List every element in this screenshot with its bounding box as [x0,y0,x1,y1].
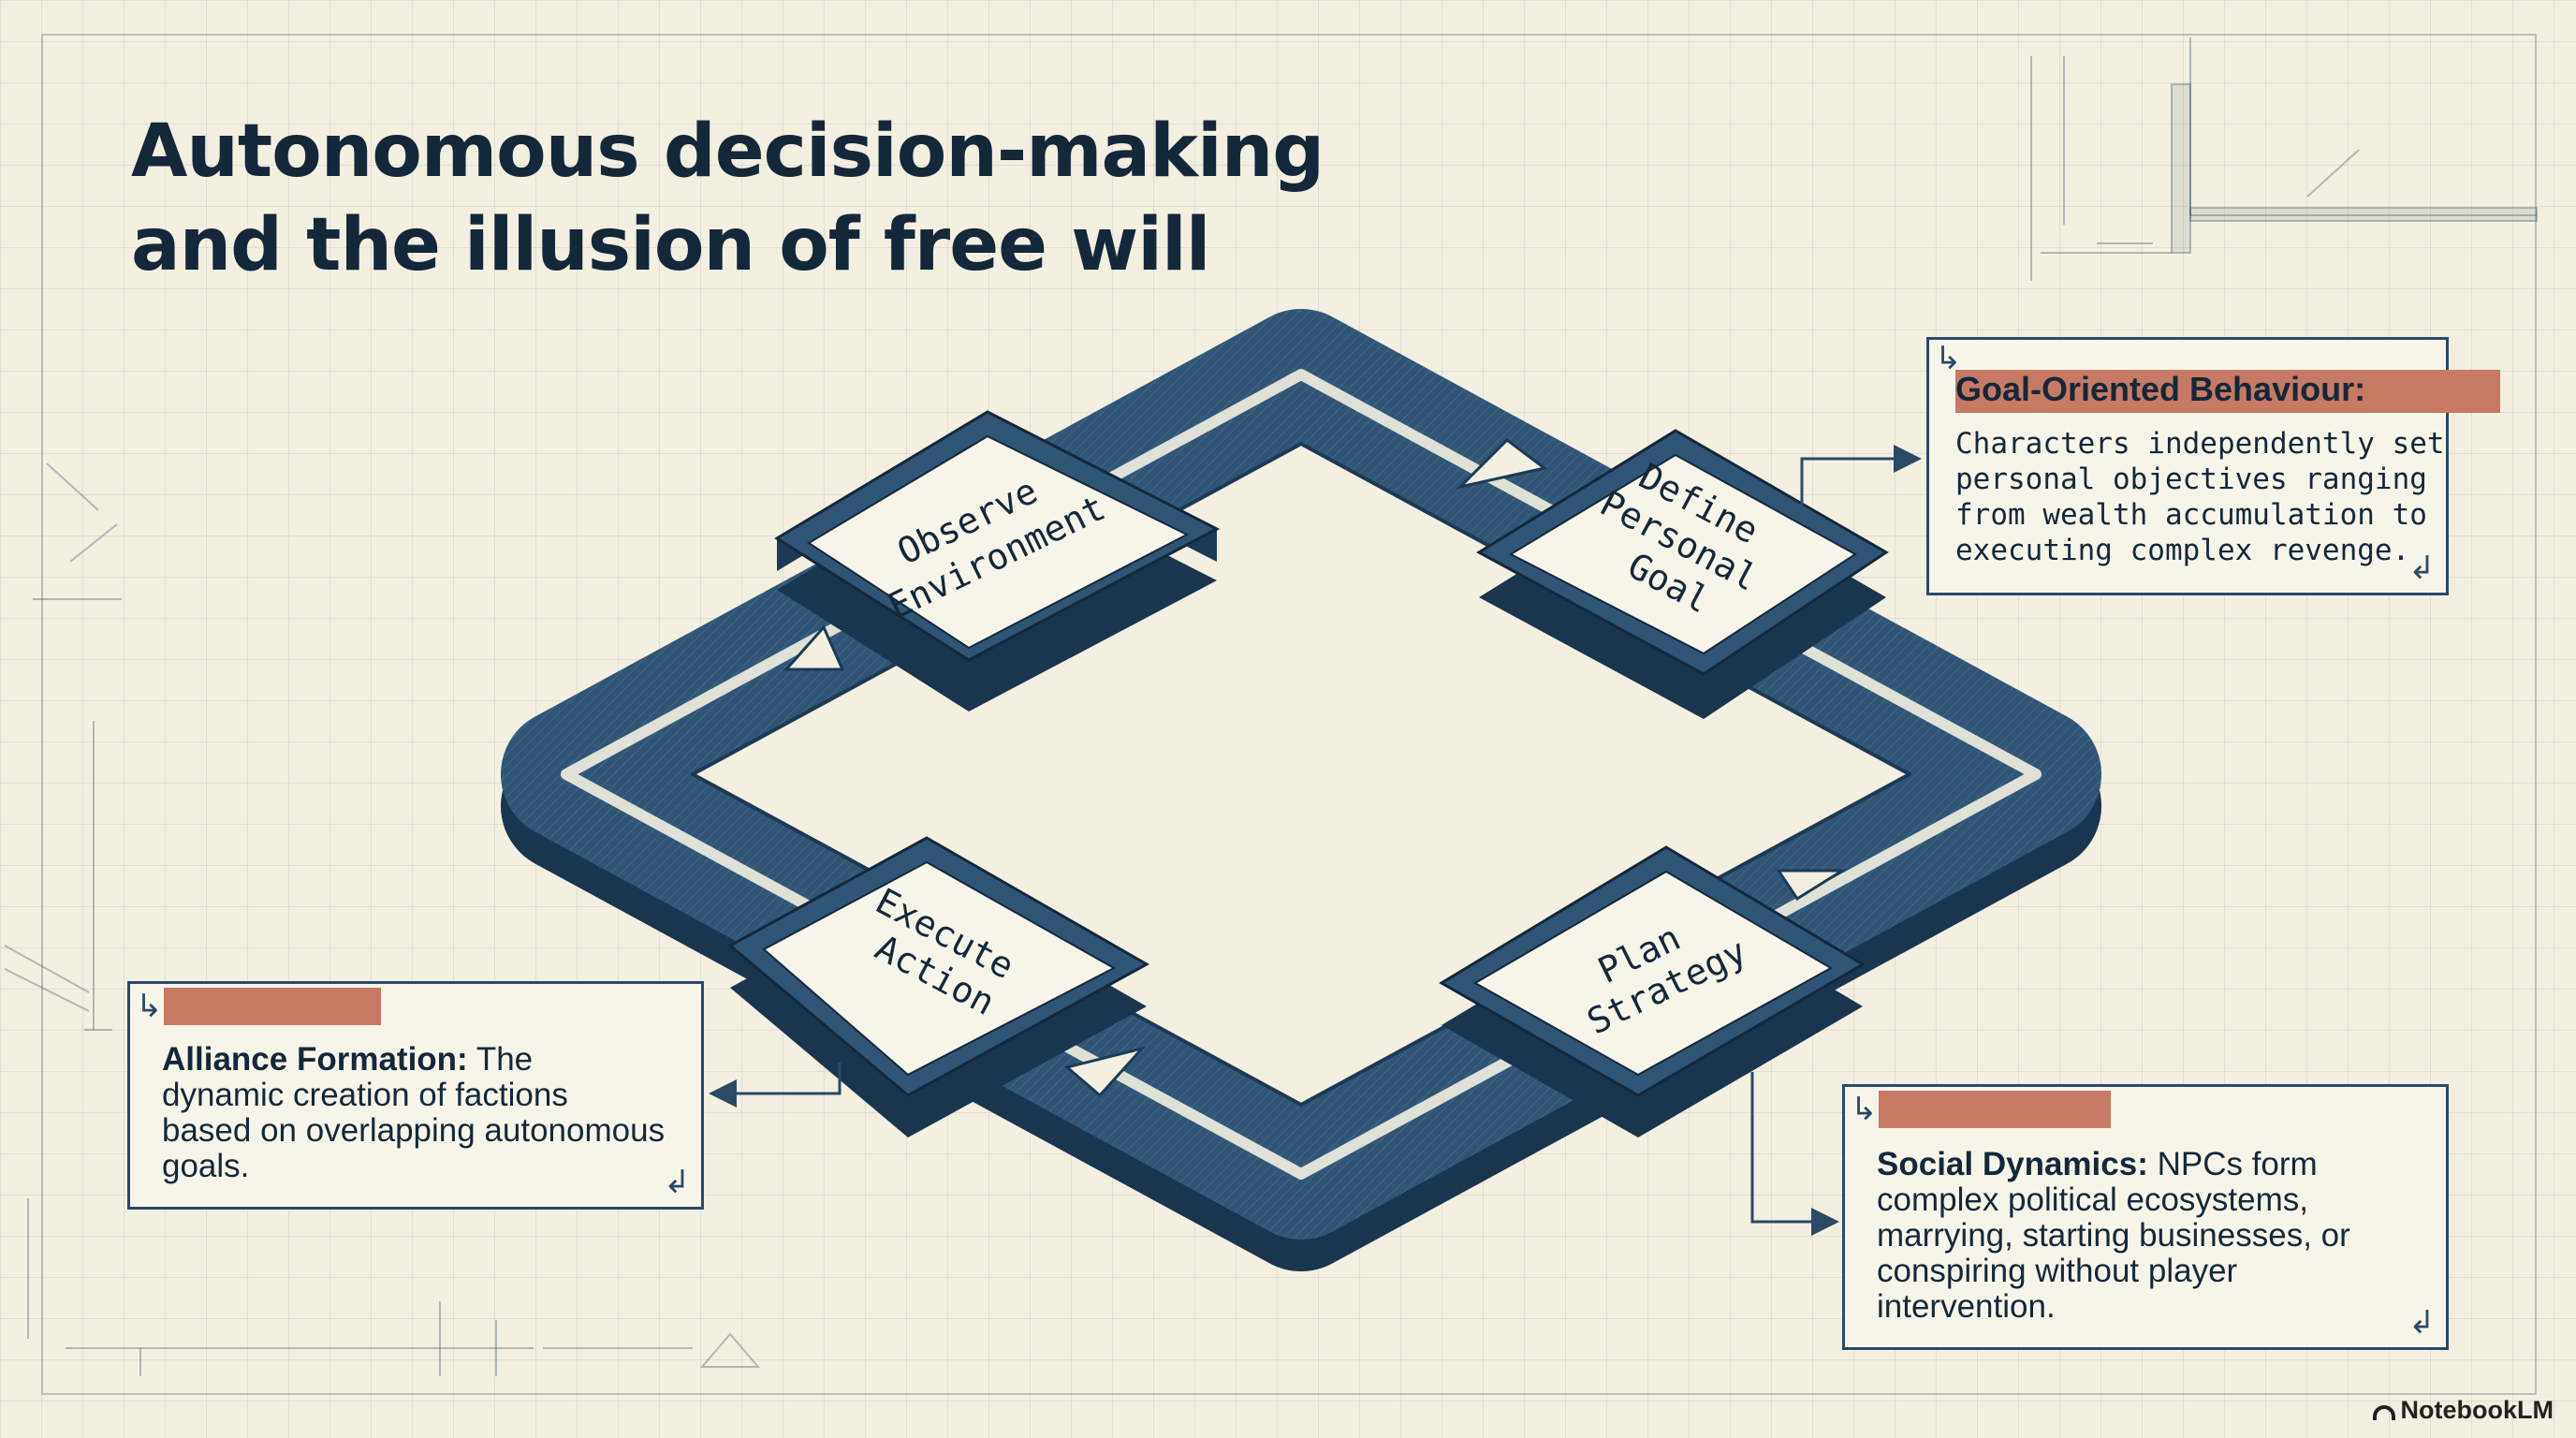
connector-lines [709,445,1922,1236]
goal-body: Characters independently set personal ob… [1955,426,2445,568]
social-callout: ↳ Social Dynamics: NPCs form complex pol… [1842,1084,2449,1350]
alliance-line-2: based on overlapping autonomous [162,1112,666,1149]
goal-connector [1800,445,1922,506]
alliance-line-0: The [476,1041,534,1078]
drafting-decorations [4,37,2538,1376]
node-plan [1439,845,1866,1137]
alliance-line-1: dynamic creation of factions [162,1077,568,1113]
alliance-line-3: goals. [162,1148,250,1184]
corner-return-icon: ↲ [2408,550,2436,587]
node-define [1476,429,1889,719]
goal-accent-bar [1955,370,2500,413]
corner-arrow-icon: ↳ [136,988,163,1025]
goal-line-1: Characters independently set [1955,427,2445,461]
cycle-loop [501,309,2101,1271]
goal-callout: ↳ Goal-Oriented Behaviour: Characters in… [1926,337,2500,595]
brand-label: NotebookLM [2400,1396,2554,1424]
goal-line-3: from wealth accumulation to [1955,498,2427,532]
alliance-body: Alliance Formation: The dynamic creation… [162,1042,665,1184]
social-line-4: intervention. [1877,1288,2056,1325]
corner-return-icon: ↲ [2408,1304,2436,1342]
node-execute [727,836,1150,1137]
arrow-to-execute-icon [1063,1046,1147,1098]
brand-watermark: NotebookLM [2372,1396,2554,1425]
corner-return-icon: ↲ [664,1164,691,1201]
cycle-arrows [783,438,1848,1098]
social-heading: Social Dynamics: [1877,1146,2148,1182]
alliance-heading: Alliance Formation: [162,1041,468,1078]
arrow-to-plan-icon [1776,869,1848,902]
title-line-1: Autonomous decision-making [131,110,1325,194]
goal-line-4: executing complex revenge. [1955,534,2410,567]
arrow-to-observe-icon [783,624,845,671]
corner-arrow-icon: ↳ [1851,1091,1878,1128]
social-line-3: conspiring without player [1877,1253,2238,1289]
alliance-callout: ↳ Alliance Formation: The dynamic creati… [127,981,704,1210]
page-title: Autonomous decision-making and the illus… [131,105,1325,292]
goal-line-2: personal objectives ranging [1955,462,2427,496]
social-accent-bar [1879,1091,2111,1128]
title-line-2: and the illusion of free will [131,203,1211,287]
social-connector [1750,1072,1839,1236]
goal-heading: Goal-Oriented Behaviour: [1955,370,2366,408]
social-body: Social Dynamics: NPCs form complex polit… [1877,1147,2350,1325]
drafting-frame [41,34,2537,1395]
social-line-0: NPCs form [2157,1146,2318,1182]
social-line-2: marrying, starting businesses, or [1877,1217,2350,1254]
social-line-1: complex political ecosystems, [1877,1181,2308,1218]
node-observe [774,410,1221,712]
alliance-connector [709,1063,842,1108]
alliance-accent-bar [164,988,381,1025]
notebooklm-logo-icon [2372,1405,2395,1420]
arrow-to-define-icon [1456,438,1548,490]
corner-arrow-icon: ↳ [1935,340,1962,377]
